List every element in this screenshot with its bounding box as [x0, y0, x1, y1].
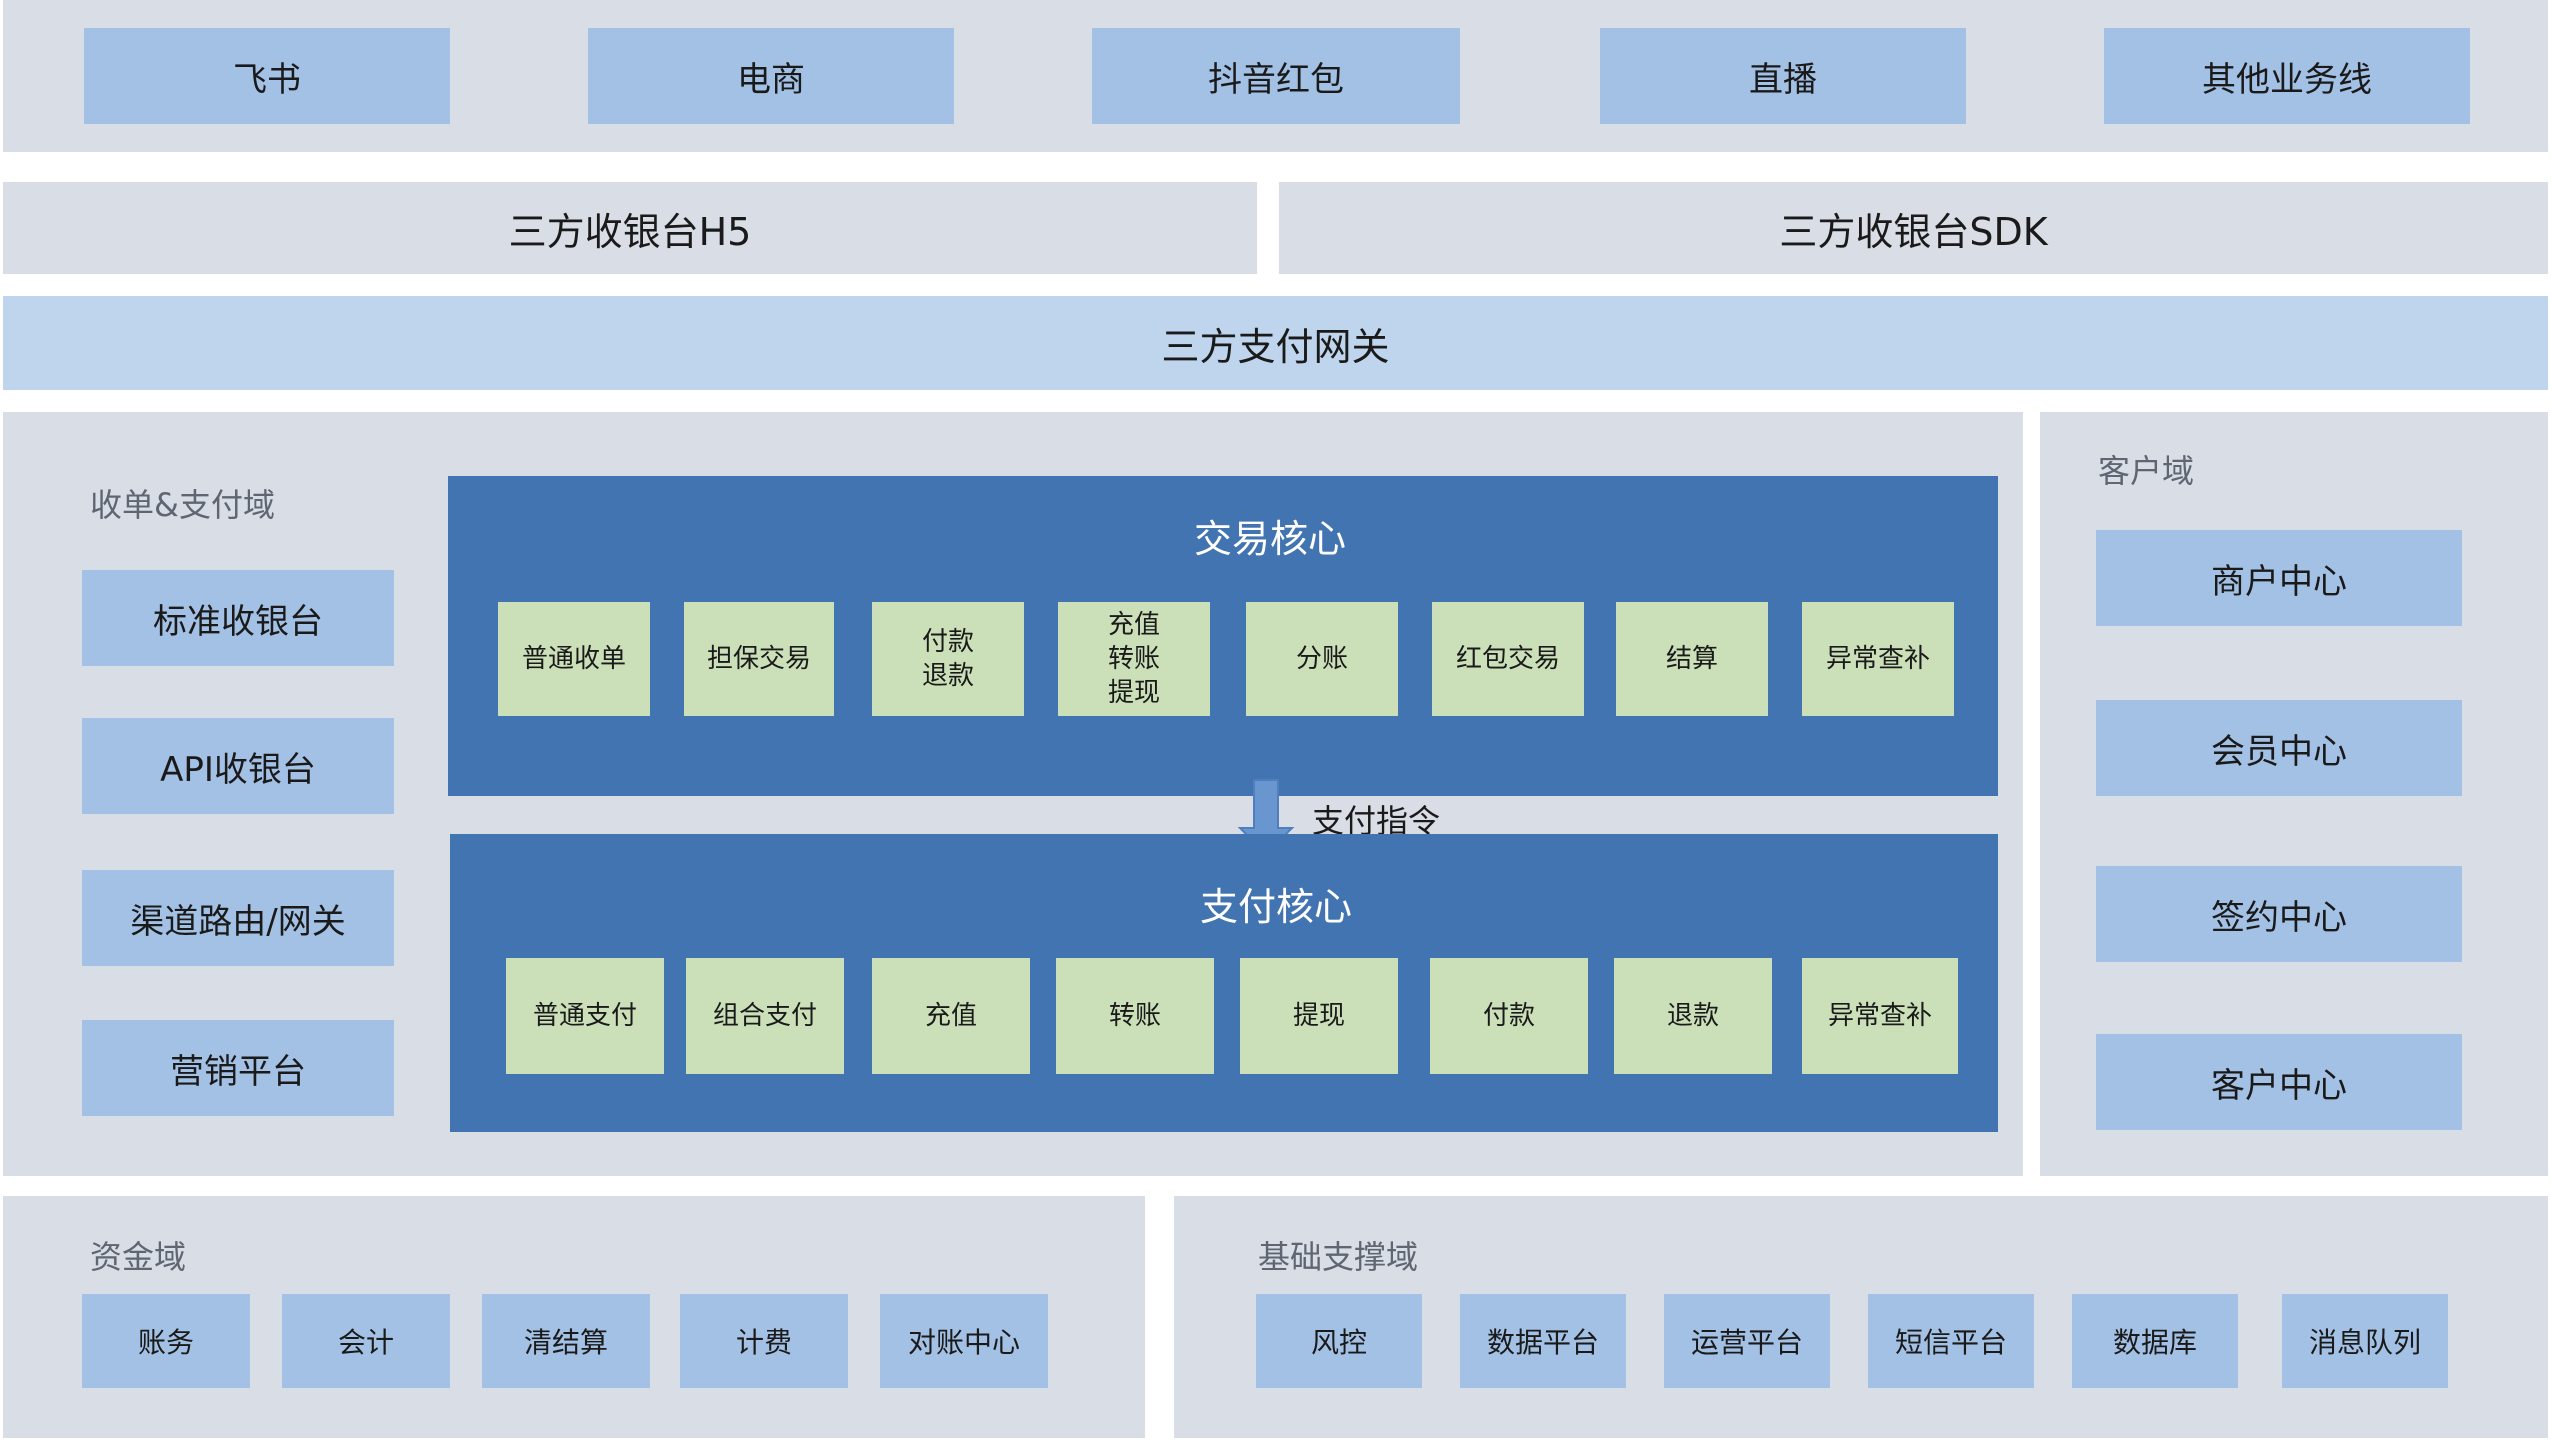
- payment-item-withdraw: 提现: [1240, 958, 1398, 1074]
- infra-domain-label: 基础支撑域: [1258, 1238, 1419, 1276]
- infra-message-queue: 消息队列: [2282, 1294, 2448, 1388]
- trade-item-pay-refund: 付款 退款: [872, 602, 1024, 716]
- cashier-sdk: 三方收银台SDK: [1279, 182, 2548, 274]
- trade-item-redpacket-trade: 红包交易: [1432, 602, 1584, 716]
- customer-merchant-center: 商户中心: [2096, 530, 2462, 626]
- customer-contract-center: 签约中心: [2096, 866, 2462, 962]
- infra-operations-platform: 运营平台: [1664, 1294, 1830, 1388]
- acquiring-api-cashier: API收银台: [82, 718, 394, 814]
- customer-member-center: 会员中心: [2096, 700, 2462, 796]
- trade-item-recharge-transfer-withdraw: 充值 转账 提现: [1058, 602, 1210, 716]
- trade-item-exception-check: 异常查补: [1802, 602, 1954, 716]
- business-line-live: 直播: [1600, 28, 1966, 124]
- infra-data-platform: 数据平台: [1460, 1294, 1626, 1388]
- payment-item-exception-check: 异常查补: [1802, 958, 1958, 1074]
- business-line-feishu: 飞书: [84, 28, 450, 124]
- payment-item-recharge: 充值: [872, 958, 1030, 1074]
- infra-risk-control: 风控: [1256, 1294, 1422, 1388]
- fund-clearing-settlement: 清结算: [482, 1294, 650, 1388]
- fund-accounting: 账务: [82, 1294, 250, 1388]
- payment-item-combined-pay: 组合支付: [686, 958, 844, 1074]
- payment-gateway: 三方支付网关: [3, 296, 2548, 390]
- payment-item-normal-pay: 普通支付: [506, 958, 664, 1074]
- payment-core-title: 支付核心: [1199, 885, 1352, 929]
- trade-core-title: 交易核心: [1193, 517, 1346, 561]
- fund-bookkeeping: 会计: [282, 1294, 450, 1388]
- trade-item-normal-acquiring: 普通收单: [498, 602, 650, 716]
- infra-sms-platform: 短信平台: [1868, 1294, 2034, 1388]
- trade-item-settlement: 结算: [1616, 602, 1768, 716]
- customer-domain-label: 客户域: [2098, 452, 2195, 490]
- customer-client-center: 客户中心: [2096, 1034, 2462, 1130]
- payment-item-refund: 退款: [1614, 958, 1772, 1074]
- cashier-h5: 三方收银台H5: [3, 182, 1257, 274]
- acquiring-marketing-platform: 营销平台: [82, 1020, 394, 1116]
- acquiring-domain-label: 收单&支付域: [90, 486, 275, 524]
- trade-item-split: 分账: [1246, 602, 1398, 716]
- fund-domain-label: 资金域: [90, 1238, 187, 1276]
- payment-item-pay-out: 付款: [1430, 958, 1588, 1074]
- trade-item-guaranteed-trade: 担保交易: [684, 602, 834, 716]
- fund-reconciliation-center: 对账中心: [880, 1294, 1048, 1388]
- payment-item-transfer: 转账: [1056, 958, 1214, 1074]
- acquiring-standard-cashier: 标准收银台: [82, 570, 394, 666]
- infra-database: 数据库: [2072, 1294, 2238, 1388]
- acquiring-channel-routing: 渠道路由/网关: [82, 870, 394, 966]
- business-line-douyin-redpacket: 抖音红包: [1092, 28, 1460, 124]
- payment-instruction-label: 支付指令: [1312, 802, 1441, 840]
- business-line-ecommerce: 电商: [588, 28, 954, 124]
- business-line-other: 其他业务线: [2104, 28, 2470, 124]
- fund-billing: 计费: [680, 1294, 848, 1388]
